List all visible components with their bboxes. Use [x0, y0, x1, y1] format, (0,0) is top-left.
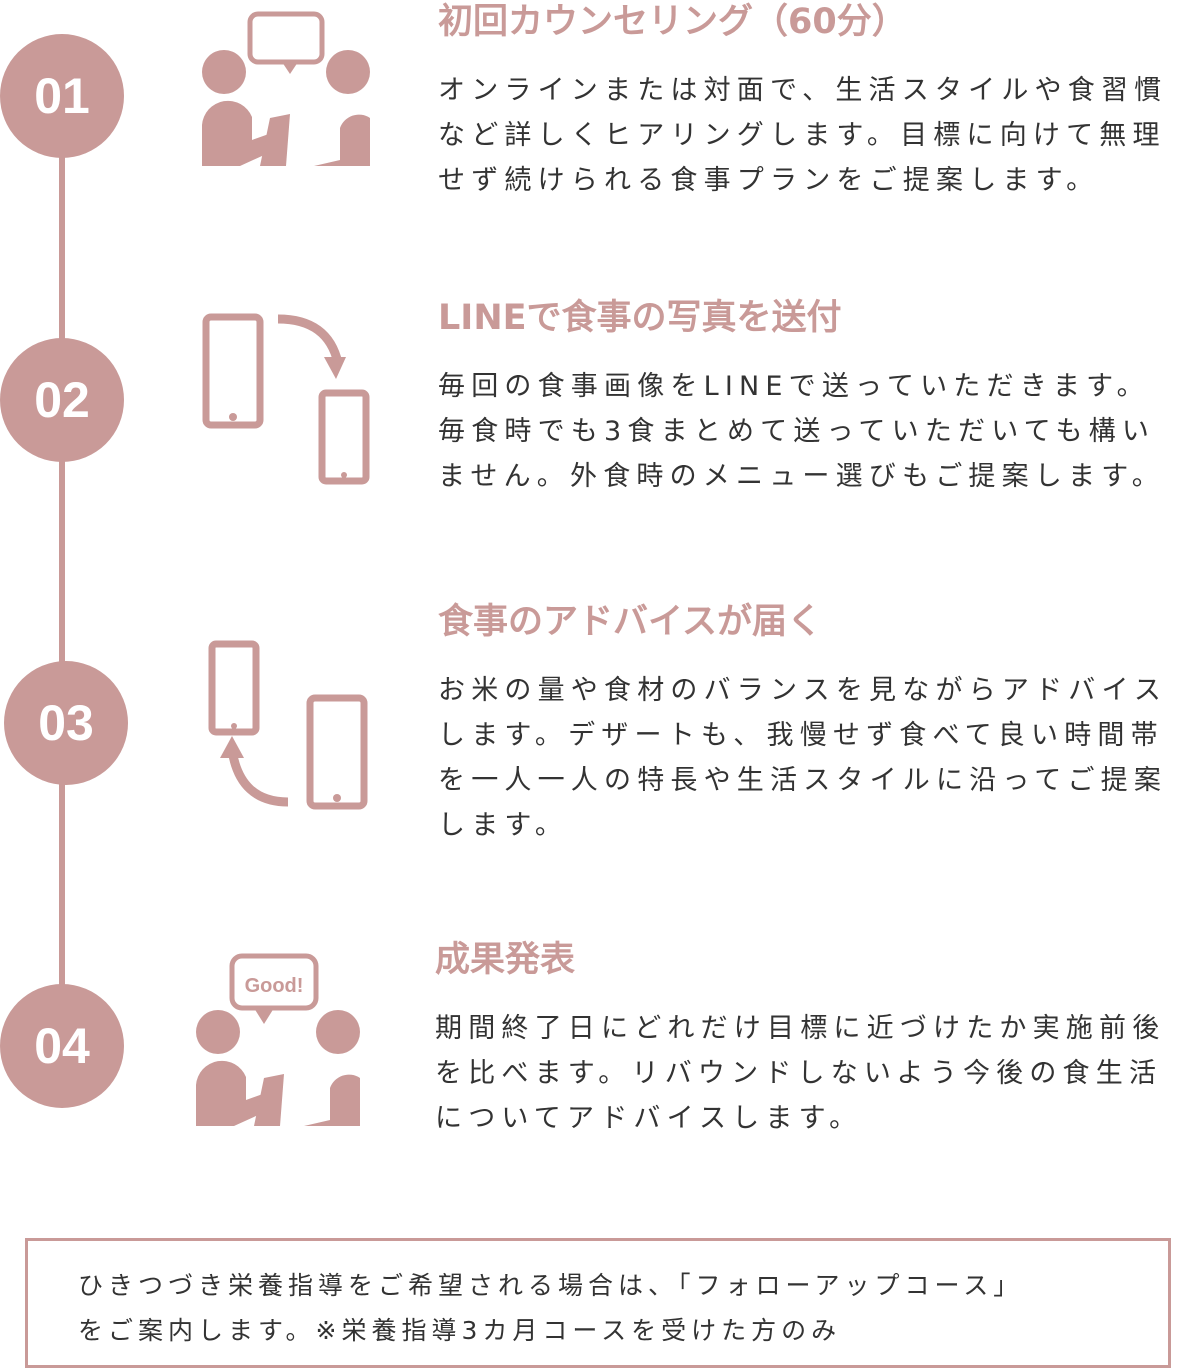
step-title: 成果発表: [435, 940, 576, 980]
good-result-icon: Good!: [196, 953, 360, 1126]
step-number-badge: 02: [0, 338, 124, 462]
step-text: を一人一人の特長や生活スタイルに沿ってご提案: [438, 765, 1168, 796]
good-bubble-text: Good!: [245, 975, 304, 997]
step-4: 成果発表 期間終了日にどれだけ目標に近づけたか実施前後 を比べます。リバウンドし…: [435, 938, 1191, 1141]
follow-up-note: ひきつづき栄養指導をご希望される場合は、「フォローアップコース」 をご案内します…: [25, 1238, 1171, 1368]
step-text: 期間終了日にどれだけ目標に近づけたか実施前後: [435, 1013, 1166, 1044]
receive-advice-icon: [208, 640, 368, 810]
step-text: せず続けられる食事プランをご提案します。: [438, 165, 1100, 196]
step-number-badge: 03: [4, 661, 128, 785]
note-text: ひきつづき栄養指導をご希望される場合は、「フォローアップコース」: [78, 1271, 1024, 1300]
note-text: をご案内します。※栄養指導3カ月コースを受けた方のみ: [78, 1316, 842, 1345]
send-photo-icon: [202, 313, 370, 485]
step-2: LINEで食事の写真を送付 毎回の食事画像をLINEで送っていただきます。 毎食…: [438, 296, 1194, 499]
step-title: LINEで食事の写真を送付: [438, 298, 842, 338]
step-text: オンラインまたは対面で、生活スタイルや食習慣: [438, 75, 1168, 106]
step-number-badge: 01: [0, 34, 124, 158]
step-1: 初回カウンセリング（60分） オンラインまたは対面で、生活スタイルや食習慣 など…: [438, 0, 1194, 203]
step-text: 毎食時でも3食まとめて送っていただいても構い: [438, 416, 1156, 447]
step-text: を比べます。リバウンドしないよう今後の食生活: [435, 1058, 1163, 1089]
step-text: ません。外食時のメニュー選びもご提案します。: [438, 461, 1165, 492]
step-text: など詳しくヒアリングします。目標に向けて無理: [438, 120, 1166, 151]
step-text: します。デザートも、我慢せず食べて良い時間帯: [438, 720, 1164, 751]
step-text: します。: [438, 810, 569, 841]
timeline-line: [59, 96, 65, 1046]
counseling-icon: [202, 11, 370, 166]
step-text: お米の量や食材のバランスを見ながらアドバイス: [438, 675, 1168, 706]
step-title: 初回カウンセリング（60分）: [438, 2, 907, 42]
step-title: 食事のアドバイスが届く: [438, 602, 822, 642]
step-3: 食事のアドバイスが届く お米の量や食材のバランスを見ながらアドバイス します。デ…: [438, 600, 1194, 848]
step-text: についてアドバイスします。: [435, 1103, 863, 1134]
step-text: 毎回の食事画像をLINEで送っていただきます。: [438, 371, 1150, 402]
step-number-badge: 04: [0, 984, 124, 1108]
